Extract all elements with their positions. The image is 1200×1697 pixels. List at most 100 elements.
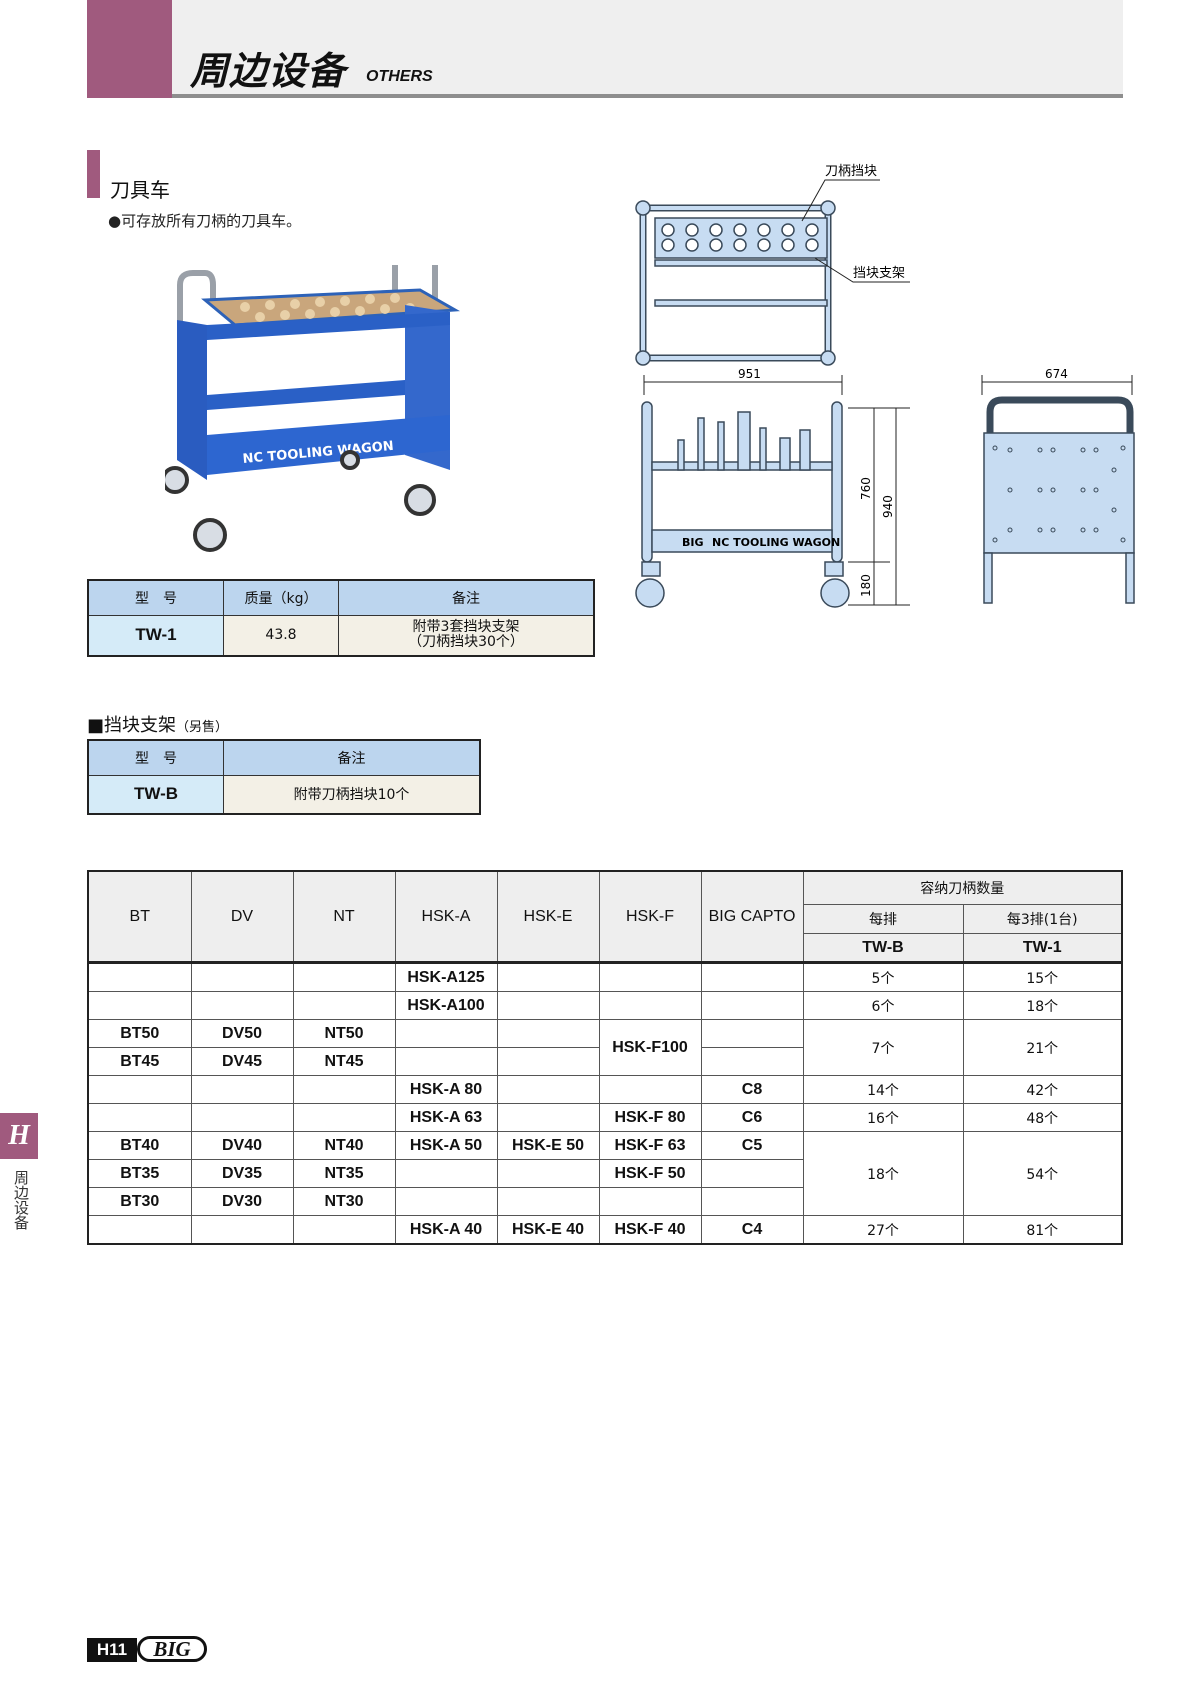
holder-cell [700, 1187, 804, 1216]
col-header-hsk-f: HSK-F [598, 870, 702, 964]
holder-cell [700, 1159, 804, 1188]
drawing-wagon-label: NC TOOLING WAGON [712, 536, 840, 549]
holder-cell [190, 1215, 294, 1245]
wagon-bottom-panel [207, 415, 450, 475]
holder-cell [496, 1019, 600, 1048]
holder-cell: C8 [700, 1075, 804, 1104]
holder-cell [598, 991, 702, 1020]
holder-cell [190, 991, 294, 1020]
dimension-lines [643, 375, 1133, 606]
holder-cell: NT50 [292, 1019, 396, 1048]
holder-cell [190, 1075, 294, 1104]
section-description: ●可存放所有刀柄的刀具车。 [108, 212, 302, 230]
holder-cell [394, 1187, 498, 1216]
rack-title: ■挡块支架 [87, 715, 177, 736]
holder-cell: BT45 [87, 1047, 192, 1076]
holder-cell: BT40 [87, 1131, 192, 1160]
holder-cell [700, 1047, 804, 1076]
holder-cell: HSK-E 40 [496, 1215, 600, 1245]
holder-cell: BT30 [87, 1187, 192, 1216]
holder-cell: HSK-A 50 [394, 1131, 498, 1160]
holder-cell [394, 1047, 498, 1076]
side-panel-holes [992, 445, 1126, 543]
note-cell: 附带3套挡块支架（刀柄挡块30个） [338, 615, 595, 656]
holder-cell: HSK-A 63 [394, 1103, 498, 1132]
sub-header-per-row: 每排 [802, 904, 964, 934]
rack-section-title: ■挡块支架（另售） [87, 711, 228, 737]
holder-cell [598, 962, 702, 992]
holder-cell: HSK-A125 [394, 962, 498, 992]
tool-holders [677, 411, 811, 471]
header-row-1: BT DV NT HSK-A HSK-E HSK-F BIG CAPTO 容纳刀… [87, 870, 1123, 964]
col-header-hsk-a: HSK-A [394, 870, 498, 964]
holder-cell [292, 962, 396, 992]
header-row-2: 每排 每3排(1台) [88, 904, 1123, 934]
holder-cell [496, 991, 600, 1020]
dim-wheel-height: 180 [859, 574, 873, 597]
section-title: 刀具车 [110, 178, 170, 202]
col-header-dv: DV [190, 870, 294, 964]
col-header-hsk-e: HSK-E [496, 870, 600, 964]
table-header-row: 型 号 质量（kg） 备注 [87, 579, 595, 616]
holder-cell [394, 1159, 498, 1188]
col-header-model: 型 号 [87, 579, 224, 616]
holder-cell [394, 1019, 498, 1048]
holder-cell [87, 1215, 192, 1245]
col-header-bt: BT [87, 870, 192, 964]
holder-cell [87, 962, 192, 992]
capacity-cell: 6个 [802, 991, 964, 1020]
capacity-cell: 48个 [962, 1103, 1123, 1132]
note-cell: 附带刀柄挡块10个 [223, 775, 481, 814]
big-logo: BIG [137, 1636, 207, 1662]
holder-cell: DV45 [190, 1047, 294, 1076]
holder-cell [292, 1075, 396, 1104]
capacity-cell: 27个 [802, 1215, 964, 1245]
sub-header-per-unit: 每3排(1台) [962, 904, 1123, 934]
capacity-cell: 18个 [962, 991, 1123, 1020]
wagon-spec-table: 型 号 质量（kg） 备注 TW-1 43.8 附带3套挡块支架（刀柄挡块30个… [87, 579, 595, 657]
holder-cell: HSK-A 40 [394, 1215, 498, 1245]
capacity-cell: 5个 [802, 962, 964, 992]
rack-title-suffix: （另售） [176, 720, 229, 735]
capacity-cell: 42个 [962, 1075, 1123, 1104]
col-header-nt: NT [292, 870, 396, 964]
holder-cell: HSK-E 50 [496, 1131, 600, 1160]
holder-cell: BT35 [87, 1159, 192, 1188]
holder-cell: NT35 [292, 1159, 396, 1188]
holder-cell: NT30 [292, 1187, 396, 1216]
holder-cell: DV30 [190, 1187, 294, 1216]
wagon-front-top-rail [207, 312, 450, 340]
holder-cell: C4 [700, 1215, 804, 1245]
model-cell: TW-1 [87, 615, 224, 656]
label-holder-block: 刀柄挡块 [825, 164, 877, 179]
holder-cell [598, 1075, 702, 1104]
col-header-note: 备注 [223, 739, 481, 776]
holder-cell: HSK-F 50 [598, 1159, 702, 1188]
dim-depth: 674 [1045, 367, 1068, 381]
section-marker [87, 150, 100, 198]
top-view-drawing [635, 200, 836, 366]
holder-cell [292, 991, 396, 1020]
holder-cell [496, 962, 600, 992]
holder-cell [87, 991, 192, 1020]
rack-spec-table: 型 号 备注 TW-B 附带刀柄挡块10个 [87, 739, 481, 815]
holder-cell [190, 1103, 294, 1132]
holder-cell [598, 1187, 702, 1216]
holder-cell: DV50 [190, 1019, 294, 1048]
chapter-tab-label: 周边设备 [12, 1170, 30, 1230]
holder-cell [87, 1103, 192, 1132]
header-divider [87, 94, 1123, 98]
holder-cell: BT50 [87, 1019, 192, 1048]
table-header-row: 型 号 备注 [87, 739, 481, 776]
mass-cell: 43.8 [223, 615, 339, 656]
holder-cell [700, 991, 804, 1020]
col-header-mass: 质量（kg） [223, 579, 339, 616]
capacity-cell: 16个 [802, 1103, 964, 1132]
note-line-2: （刀柄挡块30个） [408, 634, 524, 651]
header-row-3: TW-B TW-1 [88, 933, 1123, 964]
